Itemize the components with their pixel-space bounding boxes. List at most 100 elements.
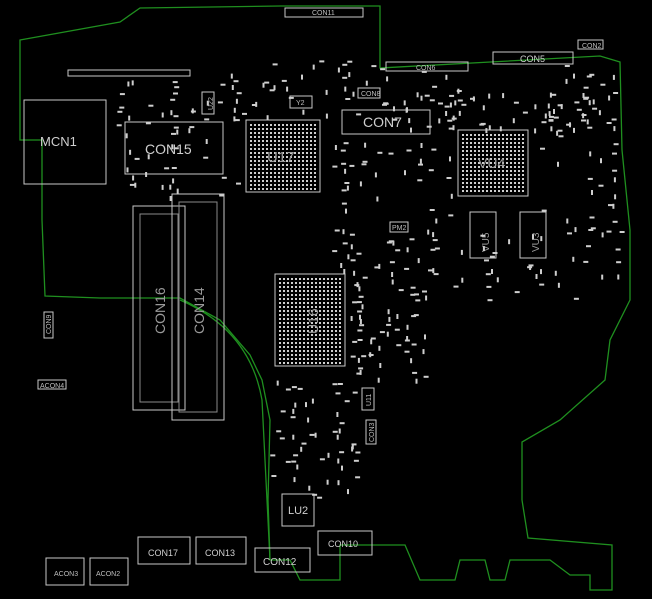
passive-part <box>491 269 493 274</box>
bga-pad <box>470 150 472 152</box>
passive-part <box>438 102 443 105</box>
bga-pad <box>506 154 508 156</box>
passive-part <box>389 261 395 264</box>
bga-pad <box>307 314 309 316</box>
passive-part <box>188 128 191 134</box>
passive-part <box>311 398 314 404</box>
bga-pad <box>319 286 321 288</box>
u16-bga-grid <box>279 278 341 364</box>
bga-pad <box>335 350 337 352</box>
bga-pad <box>310 188 312 190</box>
passive-part <box>432 232 435 238</box>
bga-pad <box>278 172 280 174</box>
bga-pad <box>474 178 476 180</box>
bga-pad <box>254 180 256 182</box>
bga-pad <box>306 176 308 178</box>
passive-part <box>447 119 453 122</box>
bga-pad <box>315 322 317 324</box>
passive-part <box>326 479 329 485</box>
passive-part <box>342 229 345 235</box>
passive-part <box>129 149 132 155</box>
bga-pad <box>295 350 297 352</box>
bga-pad <box>279 330 281 332</box>
bga-pad <box>295 290 297 292</box>
bga-pad <box>335 314 337 316</box>
bga-pad <box>279 310 281 312</box>
passive-part <box>569 122 571 128</box>
passive-part <box>359 369 362 375</box>
bga-pad <box>510 186 512 188</box>
bga-pad <box>283 346 285 348</box>
passive-part <box>359 314 361 320</box>
bga-pad <box>490 138 492 140</box>
bga-pad <box>486 178 488 180</box>
bga-pad <box>335 282 337 284</box>
bga-pad <box>278 176 280 178</box>
bga-pad <box>274 160 276 162</box>
bga-pad <box>490 146 492 148</box>
bga-pad <box>298 180 300 182</box>
passive-part <box>348 72 351 78</box>
passive-part <box>591 190 593 195</box>
passive-part <box>428 269 433 272</box>
passive-part <box>553 109 555 114</box>
bga-pad <box>506 134 508 136</box>
bga-pad <box>266 172 268 174</box>
passive-part <box>242 112 247 115</box>
bga-pad <box>279 294 281 296</box>
bga-pad <box>302 148 304 150</box>
bga-pad <box>282 188 284 190</box>
bga-pad <box>331 322 333 324</box>
bga-pad <box>279 314 281 316</box>
bga-pad <box>482 178 484 180</box>
passive-part <box>619 231 625 233</box>
passive-part <box>394 328 400 331</box>
passive-part <box>325 113 328 119</box>
bga-pad <box>274 144 276 146</box>
con10-outline <box>317 530 373 556</box>
passive-part <box>428 169 434 172</box>
bga-pad <box>490 174 492 176</box>
passive-part <box>317 496 323 499</box>
passive-part <box>588 229 594 231</box>
bga-pad <box>323 334 325 336</box>
bga-pad <box>279 282 281 284</box>
bga-pad <box>478 138 480 140</box>
bga-pad <box>303 278 305 280</box>
passive-part <box>550 126 553 132</box>
passive-part <box>565 78 568 84</box>
bga-pad <box>295 278 297 280</box>
bga-pad <box>311 310 313 312</box>
bga-pad <box>278 156 280 158</box>
bga-pad <box>319 330 321 332</box>
bga-pad <box>327 322 329 324</box>
bga-pad <box>282 148 284 150</box>
passive-part <box>386 76 389 82</box>
bga-pad <box>295 362 297 364</box>
bga-pad <box>335 278 337 280</box>
bga-pad <box>266 188 268 190</box>
bga-pad <box>311 290 313 292</box>
passive-part <box>556 130 559 136</box>
passive-part <box>356 372 362 375</box>
passive-part <box>601 232 604 238</box>
bga-pad <box>466 142 468 144</box>
bga-pad <box>315 350 317 352</box>
bga-pad <box>474 154 476 156</box>
bga-pad <box>287 338 289 340</box>
bga-pad <box>498 138 500 140</box>
passive-part <box>335 392 341 395</box>
bga-pad <box>283 350 285 352</box>
bga-pad <box>282 176 284 178</box>
bga-pad <box>274 124 276 126</box>
bga-pad <box>482 134 484 136</box>
bga-pad <box>510 190 512 192</box>
passive-part <box>393 106 395 112</box>
bga-pad <box>462 162 464 164</box>
passive-part <box>337 458 340 464</box>
bga-pad <box>274 152 276 154</box>
bga-pad <box>490 162 492 164</box>
bga-pad <box>286 124 288 126</box>
passive-part <box>392 240 395 246</box>
y2-outline <box>289 95 313 109</box>
